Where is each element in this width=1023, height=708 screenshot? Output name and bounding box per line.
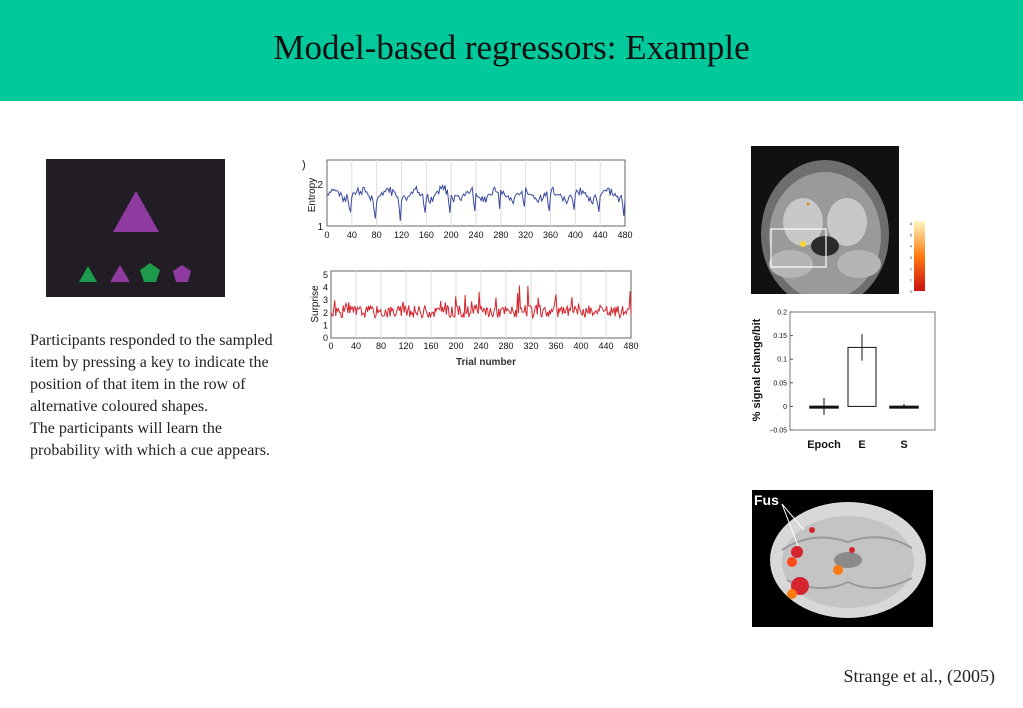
entropy-xtick: 360 xyxy=(543,230,558,240)
surprise-xtick: 400 xyxy=(573,341,588,351)
entropy-xtick: 40 xyxy=(347,230,357,240)
surprise-ylabel: Surprise xyxy=(310,285,321,323)
target-triangle xyxy=(113,191,159,232)
entropy-xtick: 120 xyxy=(394,230,409,240)
entropy-xtick: 440 xyxy=(593,230,608,240)
option-triangle-green xyxy=(79,266,97,282)
surprise-xtick: 40 xyxy=(351,341,361,351)
entropy-xtick: 240 xyxy=(468,230,483,240)
entropy-ylabel: Entropy xyxy=(307,178,318,212)
activation-blob xyxy=(800,241,806,247)
surprise-ytick: 4 xyxy=(323,283,328,293)
entropy-ytick-2: 2 xyxy=(317,180,323,191)
entropy-xtick: 320 xyxy=(518,230,533,240)
citation: Strange et al., (2005) xyxy=(843,666,995,686)
ventral-brain-render: Fus xyxy=(752,490,933,627)
title-banner xyxy=(0,0,1023,101)
surprise-ytick: 0 xyxy=(323,333,328,343)
fus-label: Fus xyxy=(754,492,779,508)
stimulus-display xyxy=(46,159,225,297)
roi-box xyxy=(770,228,827,268)
surprise-xtick: 440 xyxy=(598,341,613,351)
surprise-xtick: 360 xyxy=(548,341,563,351)
surprise-xtick: 120 xyxy=(398,341,413,351)
bar-category-label: E xyxy=(858,439,865,451)
entropy-xtick: 280 xyxy=(493,230,508,240)
signal-change-bar-chart: % signal change/bit −0.05 0 0.05 0.1 0.15 0.2… xyxy=(751,310,936,451)
surprise-xtick: 240 xyxy=(473,341,488,351)
option-pentagon-green xyxy=(140,263,160,282)
paragraph-1: Participants responded to the sampled it… xyxy=(30,332,273,415)
entropy-xtick: 200 xyxy=(444,230,459,240)
option-pentagon-purple xyxy=(173,265,191,282)
svg-text:): ) xyxy=(302,159,306,171)
paragraph-2: The participants will learn the probabil… xyxy=(30,420,270,459)
colorbar-tick: 0 xyxy=(910,289,913,293)
surprise-xtick: 0 xyxy=(328,341,333,351)
entropy-xtick: 480 xyxy=(617,230,632,240)
colorbar-tick: 3 xyxy=(910,255,913,260)
colorbar-tick: 2 xyxy=(910,266,913,271)
surprise-ytick: 2 xyxy=(323,308,328,318)
surprise-xtick: 160 xyxy=(423,341,438,351)
surprise-ytick: 1 xyxy=(323,320,328,330)
surprise-xtick: 80 xyxy=(376,341,386,351)
surprise-xtick: 320 xyxy=(523,341,538,351)
bar-chart-frame xyxy=(789,311,936,431)
bar-category-label: Epoch xyxy=(807,439,841,451)
colorbar-tick: 4 xyxy=(910,244,913,249)
bar-ytick: 0.05 xyxy=(773,380,787,387)
entropy-xtick: 80 xyxy=(372,230,382,240)
surprise-xtick: 480 xyxy=(623,341,638,351)
surprise-ytick: 3 xyxy=(323,295,328,305)
surprise-xtick: 200 xyxy=(448,341,463,351)
colorbar-tick: 1 xyxy=(910,278,913,283)
surprise-xlabel: Trial number xyxy=(456,357,516,368)
coronal-brain-slice xyxy=(751,146,899,294)
option-triangle-purple xyxy=(110,265,130,282)
colorbar-tick: 6 xyxy=(910,221,913,226)
bar-ytick: 0.2 xyxy=(777,310,787,317)
bar-chart-ylabel: % signal change/bit xyxy=(751,318,763,421)
bar-ytick: 0 xyxy=(783,404,787,411)
bar-category-label: S xyxy=(900,439,907,451)
entropy-xtick: 160 xyxy=(419,230,434,240)
entropy-series xyxy=(326,183,626,221)
bar-ytick: 0.1 xyxy=(777,357,787,364)
surprise-xtick: 280 xyxy=(498,341,513,351)
bar-ytick: −0.05 xyxy=(769,428,787,435)
surprise-series xyxy=(330,285,632,320)
colorbar: 6 5 4 3 2 1 0 xyxy=(910,221,925,293)
slide-title: Model-based regressors: Example xyxy=(273,28,750,67)
entropy-xtick: 400 xyxy=(568,230,583,240)
description-text: Participants responded to the sampled it… xyxy=(30,330,280,462)
entropy-xtick: 0 xyxy=(324,230,329,240)
colorbar-tick: 5 xyxy=(910,232,913,237)
bar-ytick: 0.15 xyxy=(773,333,787,340)
surprise-ytick: 5 xyxy=(323,270,328,280)
entropy-ytick-1: 1 xyxy=(317,222,323,233)
